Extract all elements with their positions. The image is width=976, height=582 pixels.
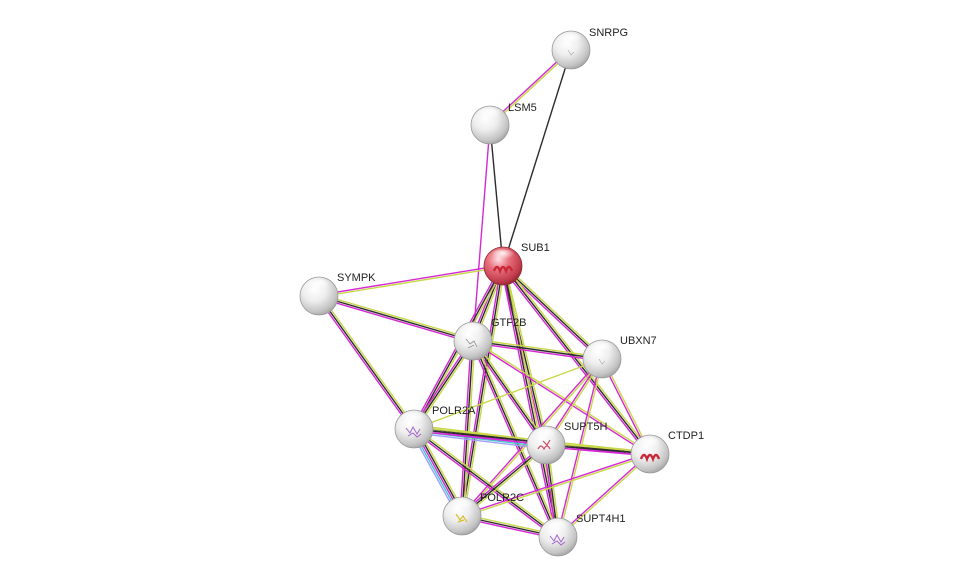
edge-line-experiments xyxy=(316,296,414,431)
edge-line-experiments xyxy=(472,124,491,342)
edge-line-textmining xyxy=(319,266,504,298)
node-label: POLR2A xyxy=(432,405,476,417)
edge-line-textmining xyxy=(473,339,549,445)
edge-sub1-sympk[interactable] xyxy=(318,264,504,298)
node-highlight xyxy=(638,437,662,450)
edge-ubxn7-polr2a[interactable] xyxy=(413,358,603,430)
node-highlight xyxy=(590,342,614,355)
node-highlight xyxy=(450,499,474,512)
node-ubxn7[interactable]: UBXN7 xyxy=(582,335,657,379)
edge-line-textmining xyxy=(503,264,653,454)
node-sub1[interactable]: SUB1 xyxy=(483,242,550,286)
edge-line-experiments xyxy=(472,341,650,456)
edge-gtf2b-polr2c[interactable] xyxy=(459,340,476,517)
edge-snrpg-sub1[interactable] xyxy=(502,49,572,267)
edge-ctdp1-polr2c[interactable] xyxy=(461,452,651,518)
node-label: POLR2C xyxy=(480,492,524,504)
node-sympk[interactable]: SYMPK xyxy=(299,272,376,316)
edge-polr2a-supt4h1[interactable] xyxy=(412,426,560,540)
structure-coil xyxy=(567,49,575,56)
edge-line-textmining xyxy=(319,293,474,340)
edge-line-textmining xyxy=(503,264,604,359)
edge-line-experiments xyxy=(500,266,557,538)
node-supt4h1[interactable]: SUPT4H1 xyxy=(538,513,626,557)
node-highlight xyxy=(491,249,515,262)
edge-line-textmining xyxy=(462,454,651,518)
edge-gtf2b-ctdp1[interactable] xyxy=(472,339,651,456)
edge-line-textmining xyxy=(413,358,603,430)
edge-line-experiments xyxy=(472,342,602,362)
node-label: LSM5 xyxy=(508,102,537,114)
node-highlight xyxy=(402,412,426,425)
edge-line-textmining xyxy=(473,338,603,358)
edge-line-coexpression xyxy=(502,265,651,455)
node-highlight xyxy=(559,33,583,46)
edge-sympk-polr2a[interactable] xyxy=(316,294,417,431)
node-lsm5[interactable]: LSM5 xyxy=(470,102,537,145)
node-label: SNRPG xyxy=(589,27,628,39)
edge-line-coexpression xyxy=(413,428,559,538)
edge-line-coexpression xyxy=(502,49,572,267)
structure-coil xyxy=(549,534,566,546)
edge-line-experiments xyxy=(461,452,650,516)
node-label: GTF2B xyxy=(491,317,526,329)
node-label: SUPT4H1 xyxy=(576,513,626,525)
edge-ctdp1-supt4h1[interactable] xyxy=(556,452,652,539)
node-polr2a[interactable]: POLR2A xyxy=(394,405,476,449)
node-highlight xyxy=(461,324,485,337)
edge-sympk-gtf2b[interactable] xyxy=(318,293,474,344)
edge-line-textmining xyxy=(414,426,560,537)
edge-line-textmining xyxy=(319,294,417,429)
edge-lsm5-gtf2b[interactable] xyxy=(472,124,491,342)
node-label: SYMPK xyxy=(337,272,376,284)
node-supt5h[interactable]: SUPT5H xyxy=(526,421,607,465)
structure-coil xyxy=(405,426,422,438)
edge-lsm5-sub1[interactable] xyxy=(489,124,504,267)
node-highlight xyxy=(546,520,570,533)
node-gtf2b[interactable]: GTF2B xyxy=(453,317,526,361)
edge-line-coexpression xyxy=(502,265,559,538)
node-highlight xyxy=(478,108,502,121)
node-polr2c[interactable]: POLR2C xyxy=(442,492,524,536)
structure-coil xyxy=(455,513,468,523)
edge-line-coexpression xyxy=(489,124,504,267)
node-label: SUPT5H xyxy=(564,421,607,433)
edge-line-experiments xyxy=(500,266,650,456)
structure-helix xyxy=(492,265,514,275)
edge-line-coexpression xyxy=(502,265,603,360)
edge-line-textmining xyxy=(504,265,549,445)
edge-line-experiments xyxy=(318,264,503,296)
edge-line-textmining xyxy=(473,339,651,454)
edge-line-coexpression xyxy=(318,295,415,430)
edge-line-coexpression xyxy=(472,340,603,360)
node-label: UBXN7 xyxy=(620,335,657,347)
structure-coil xyxy=(598,358,606,365)
structure-coil xyxy=(465,338,478,349)
edge-line-experiments xyxy=(318,297,473,344)
edge-gtf2b-ubxn7[interactable] xyxy=(472,338,603,362)
edge-line-textmining xyxy=(558,454,652,539)
edge-line-coexpression xyxy=(318,295,474,342)
edge-line-coexpression xyxy=(461,340,474,517)
edge-line-experiments xyxy=(556,452,650,537)
edge-line-experiments xyxy=(459,340,472,516)
node-highlight xyxy=(307,279,331,292)
edge-line-coexpression xyxy=(502,265,547,446)
edge-line-homology xyxy=(413,432,546,450)
edge-line-coexpression xyxy=(461,265,504,517)
node-label: CTDP1 xyxy=(668,430,704,442)
edge-sub1-ctdp1[interactable] xyxy=(500,264,653,456)
edge-line-textmining xyxy=(463,341,476,517)
structure-coil xyxy=(537,439,551,451)
node-ctdp1[interactable]: CTDP1 xyxy=(630,430,704,474)
node-label: SUB1 xyxy=(521,242,550,254)
edge-line-experiments xyxy=(412,429,558,540)
structure-helix xyxy=(639,453,661,463)
node-highlight xyxy=(534,428,558,441)
node-snrpg[interactable]: SNRPG xyxy=(551,27,628,70)
